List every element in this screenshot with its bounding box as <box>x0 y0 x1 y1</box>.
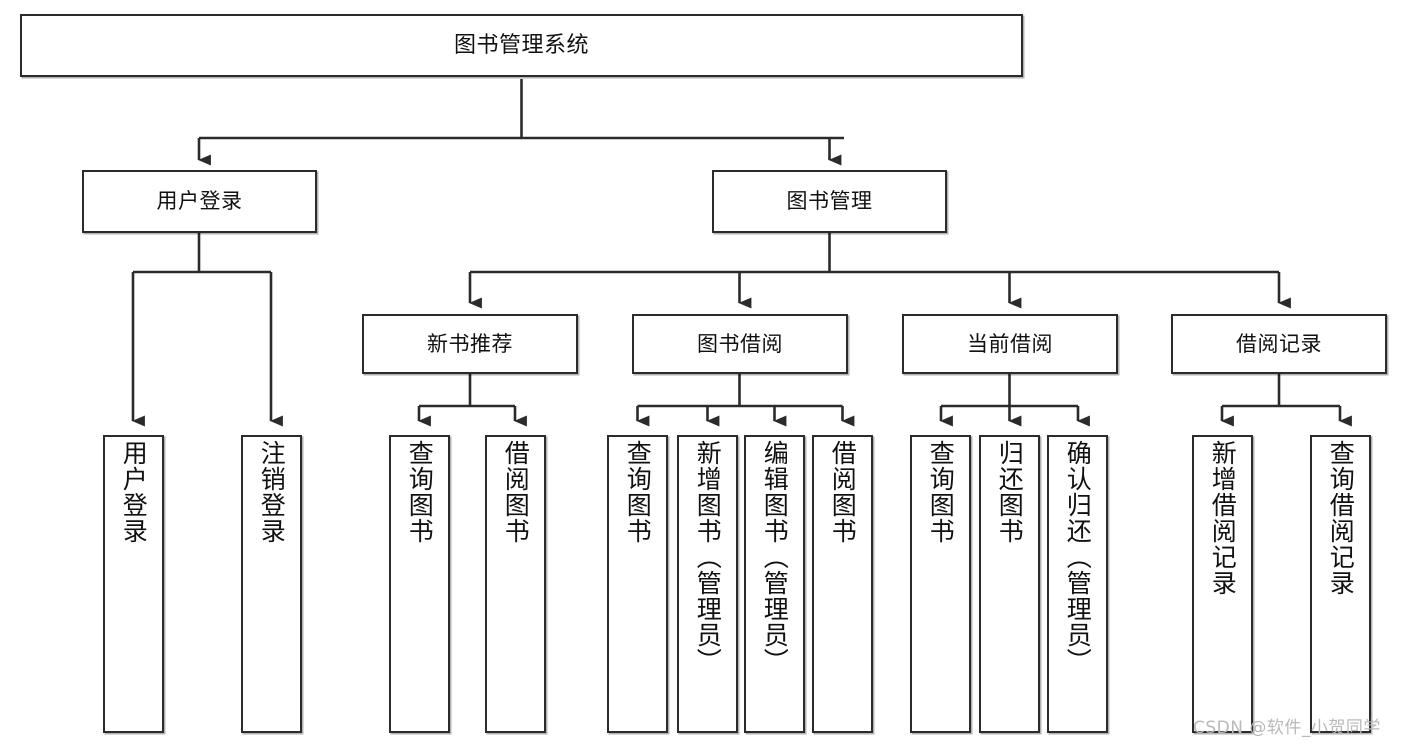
leaf-recommend-query-book[interactable]: 查询图书 <box>389 435 450 733</box>
node-user-login[interactable]: 用户登录 <box>82 170 317 233</box>
leaf-current-return-book[interactable]: 归还图书 <box>979 435 1040 733</box>
node-label: 确认归还（管理员） <box>1063 440 1093 674</box>
node-label: 归还图书 <box>995 440 1025 544</box>
leaf-user-login-signout[interactable]: 注销登录 <box>241 435 302 733</box>
node-label: 图书借阅 <box>697 331 783 356</box>
leaf-borrow-add-book-admin[interactable]: 新增图书（管理员） <box>677 435 738 733</box>
node-label: 新书推荐 <box>427 331 513 356</box>
leaf-current-confirm-return-admin[interactable]: 确认归还（管理员） <box>1047 435 1108 733</box>
node-label: 新增图书（管理员） <box>693 440 723 674</box>
node-label: 借阅记录 <box>1236 331 1322 356</box>
leaf-record-query-record[interactable]: 查询借阅记录 <box>1310 435 1371 733</box>
node-label: 注销登录 <box>257 440 287 544</box>
node-book-borrow[interactable]: 图书借阅 <box>632 314 848 374</box>
node-label: 查询图书 <box>405 440 435 544</box>
leaf-current-query-book[interactable]: 查询图书 <box>910 435 971 733</box>
node-borrow-record[interactable]: 借阅记录 <box>1171 314 1387 374</box>
node-label: 新增借阅记录 <box>1208 440 1238 596</box>
node-label: 图书管理 <box>786 189 873 214</box>
leaf-borrow-borrow-book[interactable]: 借阅图书 <box>812 435 873 733</box>
leaf-user-login-signin[interactable]: 用户登录 <box>103 435 164 733</box>
csdn-watermark: CSDN @软件_小贺同学 <box>1193 718 1381 738</box>
leaf-record-add-record[interactable]: 新增借阅记录 <box>1192 435 1253 733</box>
node-current-borrow[interactable]: 当前借阅 <box>902 314 1118 374</box>
node-root-system[interactable]: 图书管理系统 <box>20 14 1023 77</box>
node-label: 图书管理系统 <box>453 32 589 58</box>
node-label: 用户登录 <box>119 440 149 544</box>
node-label: 借阅图书 <box>501 440 531 544</box>
leaf-recommend-borrow-book[interactable]: 借阅图书 <box>485 435 546 733</box>
node-label: 编辑图书（管理员） <box>760 440 790 674</box>
node-label: 查询借阅记录 <box>1326 440 1356 596</box>
node-label: 借阅图书 <box>828 440 858 544</box>
node-label: 当前借阅 <box>967 331 1053 356</box>
node-new-book-recommend[interactable]: 新书推荐 <box>362 314 578 374</box>
node-book-management[interactable]: 图书管理 <box>712 170 947 233</box>
node-label: 查询图书 <box>623 440 653 544</box>
node-label: 查询图书 <box>926 440 956 544</box>
node-label: 用户登录 <box>156 189 243 214</box>
leaf-borrow-edit-book-admin[interactable]: 编辑图书（管理员） <box>744 435 805 733</box>
leaf-borrow-query-book[interactable]: 查询图书 <box>607 435 668 733</box>
